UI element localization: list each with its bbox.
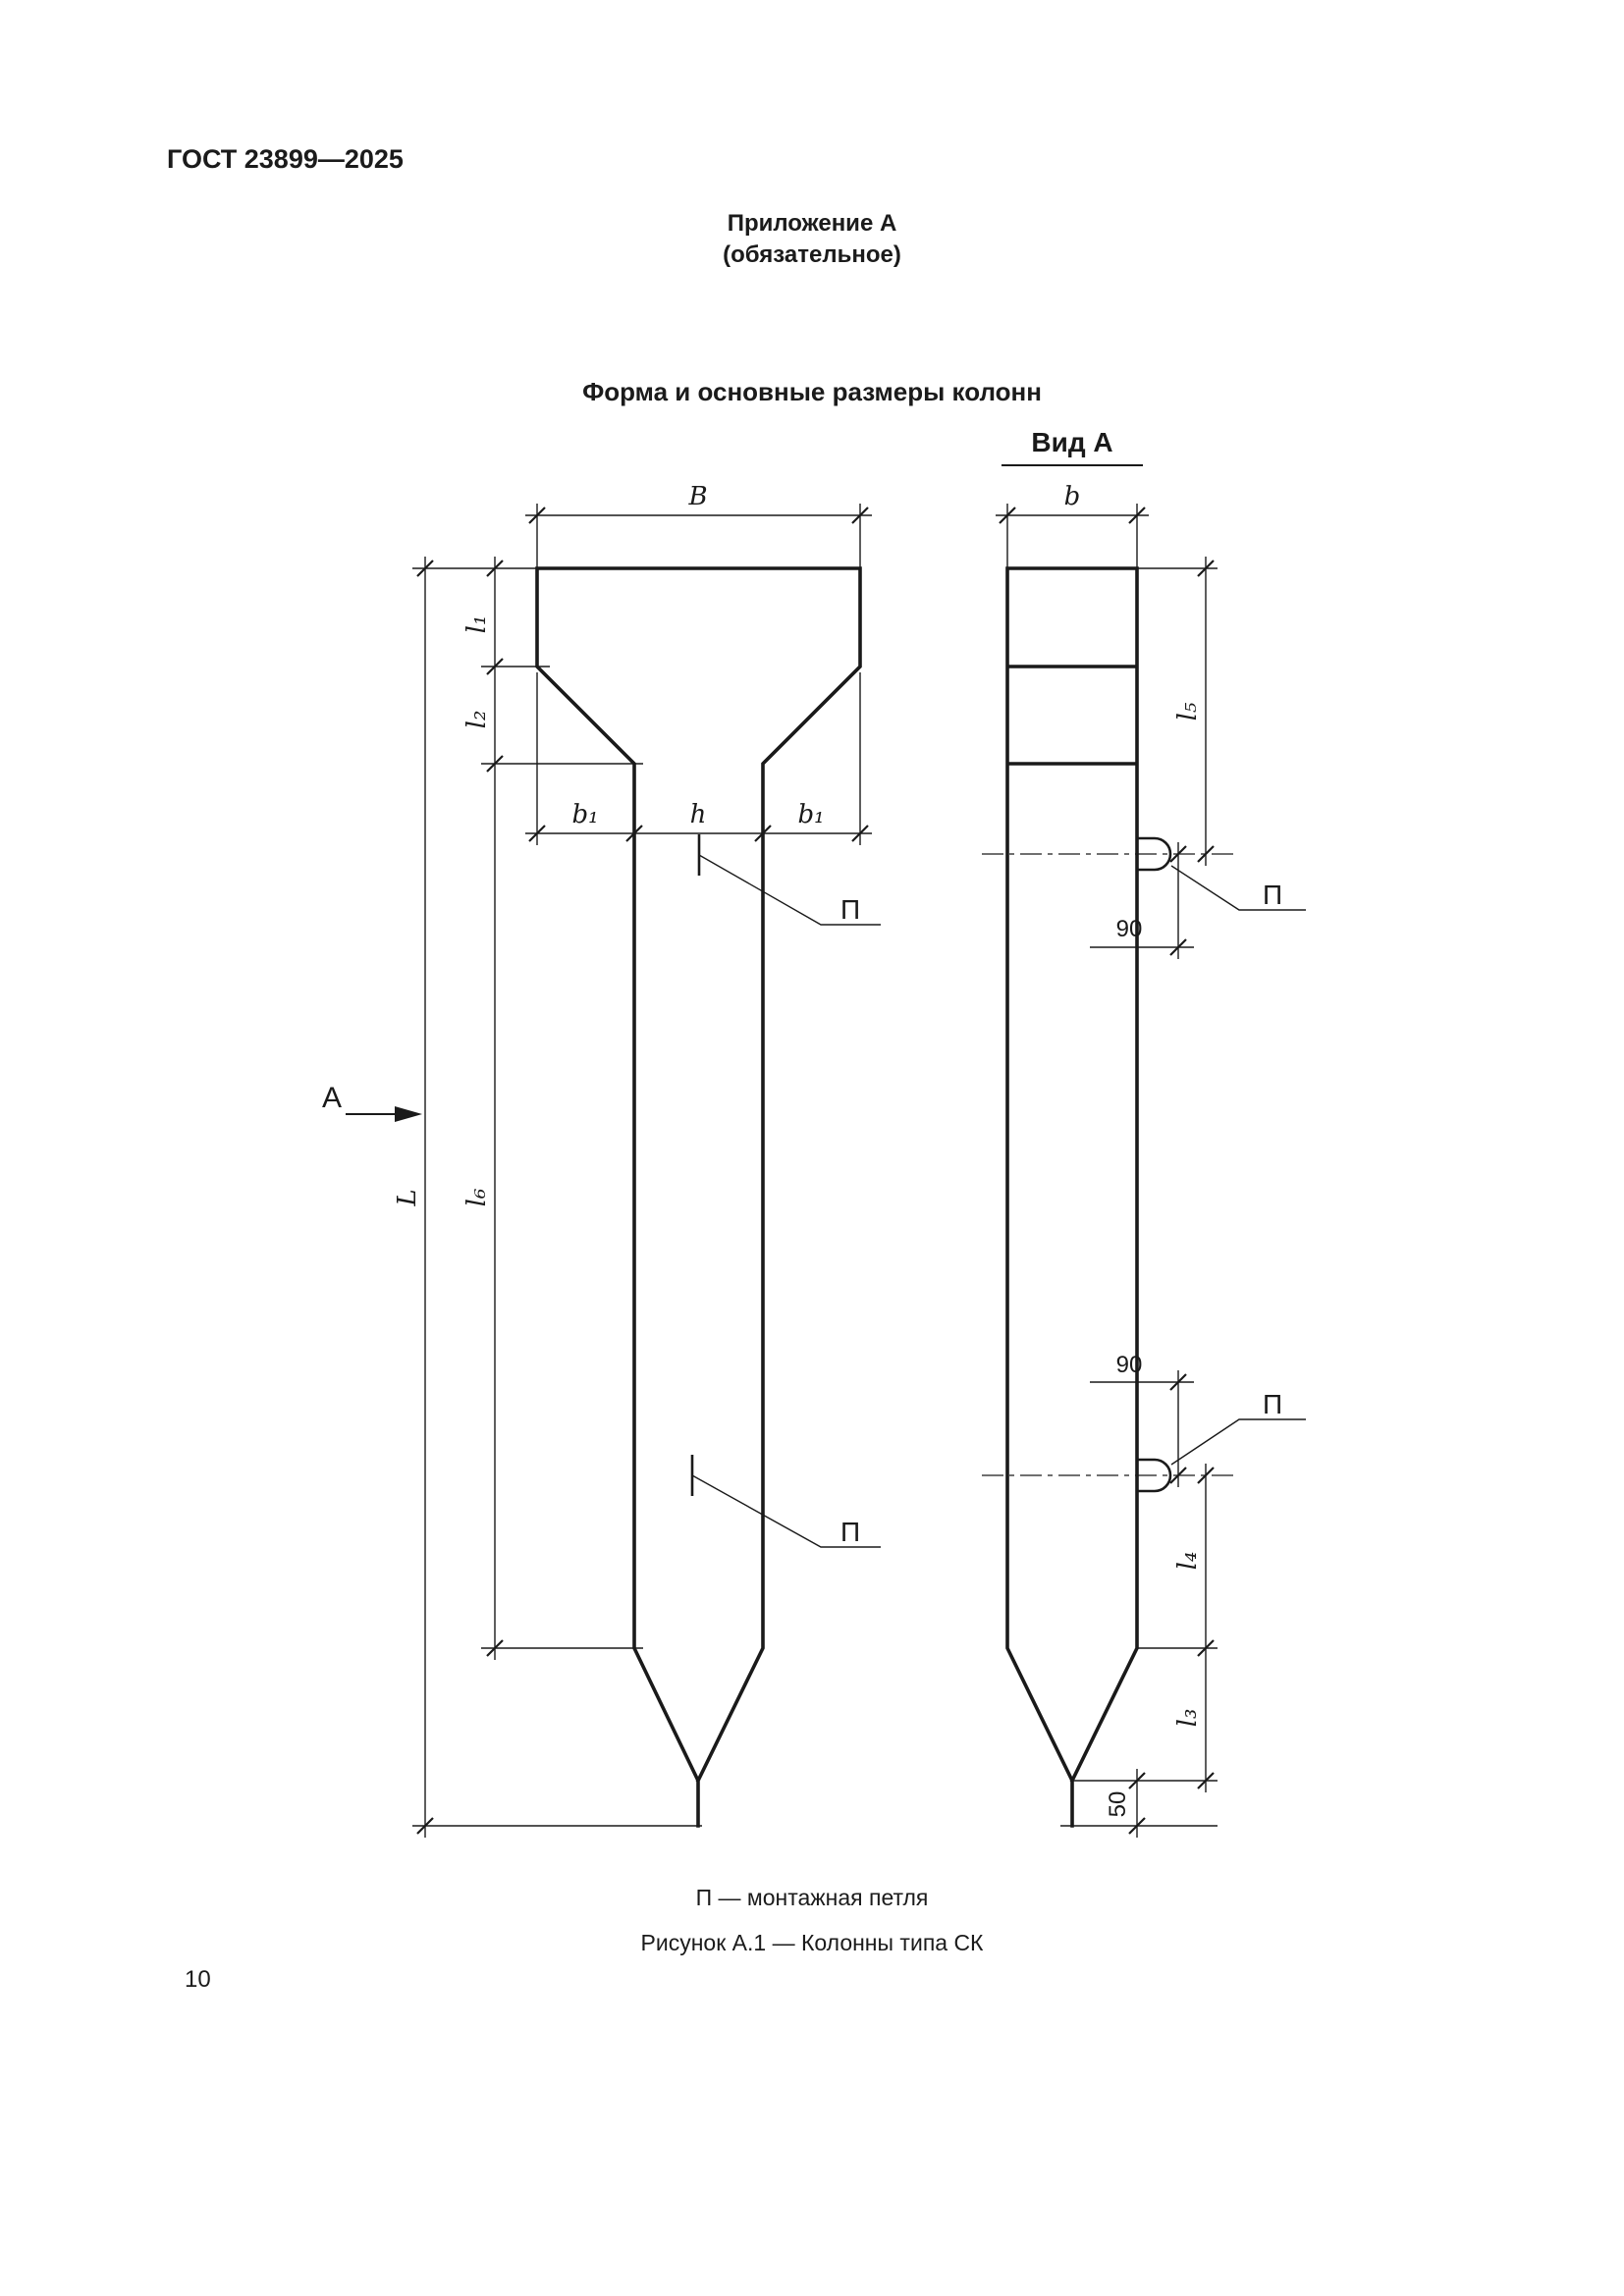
loop-edge-marks	[690, 834, 701, 1496]
dim-label-l5: l₅	[1173, 702, 1203, 721]
dim-label-l2: l₂	[462, 711, 492, 729]
dim-label-l1: l₁	[462, 615, 492, 634]
figure-caption: Рисунок А.1 — Колонны типа СК	[640, 1930, 984, 1955]
loop-label-front-top: П	[840, 894, 860, 925]
mounting-loop-bottom-icon	[1137, 1458, 1172, 1493]
loop-label-side-bottom: П	[1263, 1389, 1282, 1419]
dim-label-b1-right: b₁	[797, 800, 824, 829]
view-arrow-label: А	[322, 1082, 342, 1114]
dim-label-B: B	[687, 482, 707, 511]
dim-label-l4: l₄	[1173, 1552, 1203, 1571]
appendix-title: Приложение А	[727, 210, 897, 237]
dim-label-50: 50	[1105, 1791, 1131, 1818]
page-number: 10	[185, 1966, 211, 1993]
appendix-subtitle: (обязательное)	[723, 241, 901, 268]
extension-lines	[412, 504, 1218, 1827]
side-view-outline	[1005, 566, 1139, 1828]
dim-label-b1-left: b₁	[571, 800, 598, 829]
mounting-loop-top-icon	[1137, 836, 1172, 872]
view-a-title: Вид А	[1031, 427, 1112, 457]
loop-centerlines	[982, 853, 1239, 1476]
dim-label-b: b	[1064, 482, 1081, 511]
section-heading: Форма и основные размеры колонн	[582, 377, 1042, 406]
dim-label-90-bottom: 90	[1116, 1352, 1143, 1378]
loop-label-front-bottom: П	[840, 1517, 860, 1547]
dimension-ticks	[416, 507, 1215, 1835]
loop-leader-lines	[691, 854, 1306, 1548]
figure-drawing: А Вид А B b b₁ h b₁ l₁ l₂ l₆ L l₅ l₄ l₃ …	[322, 427, 1306, 1838]
document-header: ГОСТ 23899—2025	[167, 144, 404, 174]
dim-label-h: h	[690, 800, 707, 829]
dim-label-90-top: 90	[1116, 916, 1143, 942]
view-arrow-head-icon	[395, 1106, 422, 1122]
dimension-lines	[424, 514, 1207, 1838]
front-view-outline	[535, 566, 862, 1828]
dim-label-l6: l₆	[462, 1189, 492, 1207]
loop-label-side-top: П	[1263, 880, 1282, 910]
dim-label-l3: l₃	[1173, 1709, 1203, 1728]
dim-label-L: L	[393, 1189, 422, 1206]
figure-legend: П — монтажная петля	[695, 1885, 929, 1910]
